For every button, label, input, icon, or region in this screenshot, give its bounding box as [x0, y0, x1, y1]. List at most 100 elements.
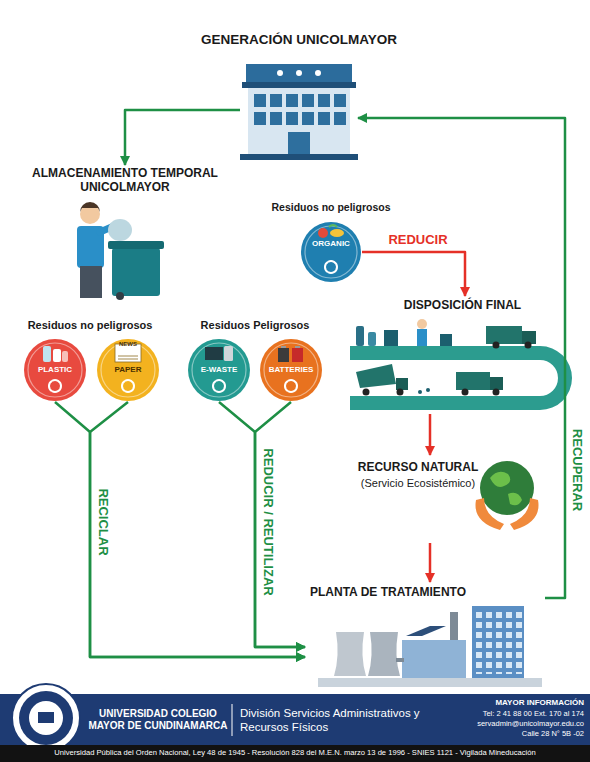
- node-text: ALMACENAMIENTO TEMPORAL UNICOLMAYOR: [15, 167, 235, 195]
- recycle-symbol: [288, 386, 297, 392]
- building-base: [240, 154, 358, 160]
- waste-icon: [205, 347, 223, 360]
- node-heading: Residuos no peligrosos: [254, 201, 408, 213]
- waste-icon: [62, 351, 68, 362]
- flow-arrow: [125, 110, 240, 165]
- circle-shape: [300, 221, 362, 283]
- flow-arrow: [90, 402, 305, 657]
- waste-icon: [281, 346, 286, 348]
- node-text: PLANTA DE TRATAMIENTO: [310, 586, 510, 600]
- plant-tower: [472, 606, 524, 680]
- solar-panel: [406, 626, 446, 636]
- circle-ring: [305, 226, 357, 278]
- building-door: [288, 132, 310, 154]
- edge-label: RECUPERAR: [570, 427, 584, 513]
- node-text: DISPOSICIÓN FINAL: [345, 299, 580, 313]
- hand: [510, 498, 539, 530]
- logo-inner: [19, 691, 73, 745]
- recycle-symbol: [283, 378, 298, 392]
- flow-arrow: [219, 402, 305, 647]
- truck-cab: [490, 377, 503, 390]
- recycle-symbol: [211, 378, 226, 392]
- waste-circle: BATTERIES: [259, 338, 323, 402]
- dump-truck-bed: [356, 364, 396, 388]
- storage-icon: [77, 202, 164, 300]
- contact-address: Calle 28 N° 5B -02: [432, 729, 584, 738]
- bin-lid: [108, 241, 164, 249]
- storage-node: ALMACENAMIENTO TEMPORAL UNICOLMAYOR: [15, 165, 235, 300]
- node-text: BATTERIES: [259, 365, 323, 374]
- waste-icon: [224, 346, 233, 361]
- recycle-symbol: [120, 378, 135, 392]
- recycle-symbol: [328, 267, 337, 273]
- plant-ground: [318, 678, 542, 687]
- footer: [0, 684, 590, 762]
- flow-arrow: [255, 402, 305, 647]
- group-heading: Residuos no peligrosos: [10, 319, 170, 332]
- waste-icon: [329, 225, 337, 227]
- recycle-symbol: [47, 378, 62, 392]
- roof-star: [296, 70, 302, 76]
- recycle-symbol: [216, 386, 225, 392]
- building-cornice: [242, 82, 356, 88]
- edge-label: REDUCIR: [386, 233, 449, 247]
- recycle-symbol: [323, 259, 338, 273]
- bin-wheel: [116, 292, 124, 300]
- worker-body: [417, 329, 427, 346]
- dump-truck-cab: [396, 378, 408, 390]
- building-node: GENERACIÓN UNICOLMAYOR: [240, 62, 358, 160]
- globe-icon: [476, 461, 539, 530]
- circle-outline: [260, 339, 322, 401]
- truck-body: [486, 326, 522, 344]
- roof-star: [315, 70, 321, 76]
- flow-arrow: [358, 118, 565, 598]
- disposal-node: DISPOSICIÓN FINAL: [345, 296, 580, 414]
- disposal-illustration: [350, 319, 572, 410]
- circle-outline: [97, 339, 159, 401]
- waste-dot: [418, 390, 422, 394]
- recycle-symbol: [52, 386, 61, 392]
- hand: [476, 498, 505, 530]
- flow-arrow: [362, 252, 465, 296]
- recycle-symbol: [47, 380, 57, 391]
- recycle-symbol: [52, 378, 62, 389]
- recycle-symbol: [323, 261, 333, 272]
- waste-bin: [384, 330, 398, 346]
- waste-icon: [118, 356, 138, 357]
- treatment-plant-node: PLANTA DE TRATAMIENTO: [305, 582, 545, 690]
- truck-wheel: [525, 342, 532, 349]
- cooling-tower: [334, 632, 366, 676]
- footer-divider: [232, 704, 233, 736]
- flow-arrow: [429, 543, 432, 582]
- truck-body: [456, 372, 490, 390]
- waste-circle: Residuos no peligrososORGANIC: [300, 221, 362, 283]
- waste-icon: [118, 359, 138, 360]
- node-text: (Servicio Ecosistémico): [355, 477, 481, 490]
- cooling-tower: [368, 632, 400, 676]
- recycle-symbol: [328, 259, 338, 270]
- node-text: PLASTIC: [23, 365, 87, 374]
- circle-outline: [301, 222, 361, 282]
- footer-strip: [0, 745, 590, 762]
- pipe: [396, 658, 404, 662]
- node-text: ORGANIC: [300, 239, 362, 248]
- logo-ring: [12, 684, 80, 752]
- waste-dot: [426, 388, 430, 392]
- small-bin: [440, 334, 452, 346]
- waste-icon: [278, 346, 303, 362]
- waste-icon: [318, 228, 328, 238]
- contact-email: servadmin@unicolmayor.edu.co: [432, 719, 584, 728]
- bottle: [368, 332, 376, 346]
- legal-notice: Universidad Pública del Orden Nacional, …: [0, 748, 590, 757]
- node-heading: GENERACIÓN UNICOLMAYOR: [178, 32, 420, 48]
- circle-outline: [24, 339, 86, 401]
- circle-outline: [188, 339, 250, 401]
- plant-hall: [402, 640, 466, 680]
- group-heading: Residuos Peligrosos: [175, 319, 335, 332]
- recycle-symbol: [283, 380, 293, 391]
- worker-head: [417, 319, 427, 329]
- waste-circle: E-WASTE: [187, 338, 251, 402]
- trash-bag: [108, 219, 132, 241]
- globe: [480, 461, 534, 515]
- truck-wheel: [493, 389, 500, 396]
